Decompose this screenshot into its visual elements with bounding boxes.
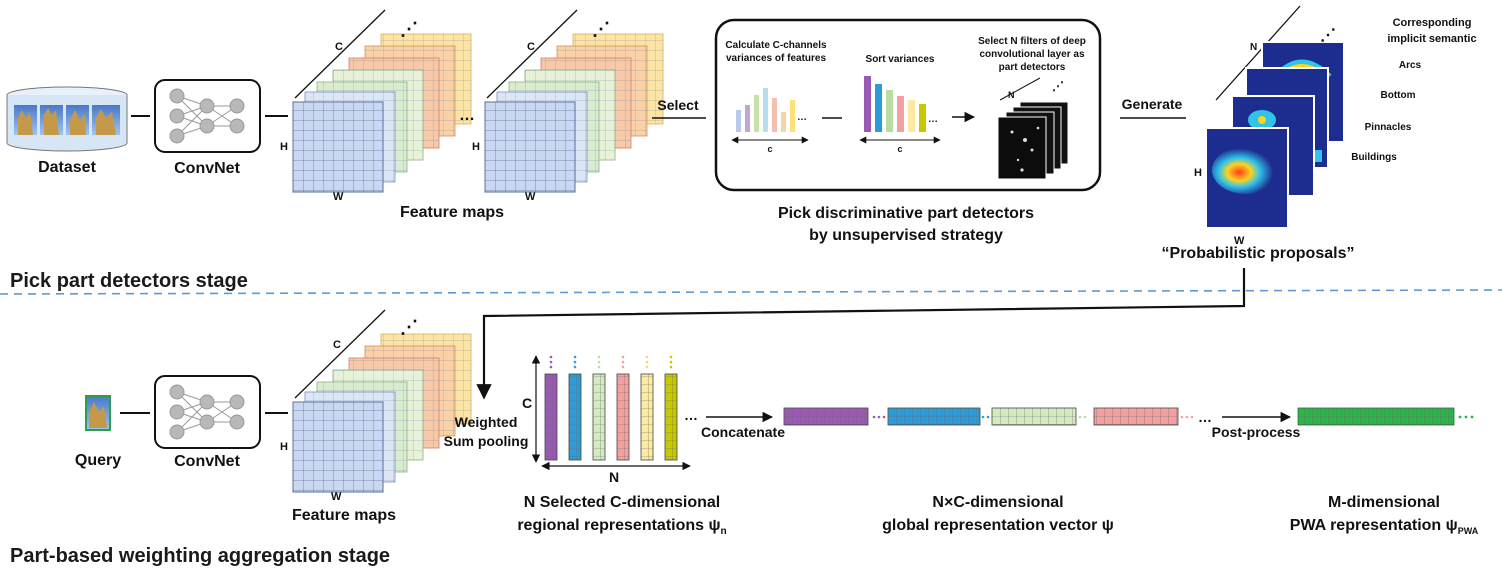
caption3-sub: PWA <box>1458 526 1479 536</box>
vdots-1: ⋰ <box>400 19 418 39</box>
regional-n: N <box>609 469 619 485</box>
caption2-line1: N×C-dimensional <box>932 494 1063 511</box>
step1-line2: variances of features <box>726 53 826 64</box>
convnet-bottom <box>154 375 261 449</box>
pwa-vector <box>1297 407 1474 426</box>
semantic-arcs: Arcs <box>1399 60 1422 71</box>
vdots-2: ⋰ <box>592 19 610 39</box>
dim-w-2: W <box>525 191 536 203</box>
semantic-bottom: Bottom <box>1381 90 1416 101</box>
regional-c: C <box>522 395 532 411</box>
semantic-buildings: Buildings <box>1351 152 1397 163</box>
dim-w-3: W <box>331 491 342 503</box>
box-title-2: by unsupervised strategy <box>809 227 1003 244</box>
dataset-label: Dataset <box>38 159 96 176</box>
step3-line3: part detectors <box>999 62 1066 73</box>
stage-divider <box>0 289 1502 295</box>
proposals-w: W <box>1234 235 1245 247</box>
ellipsis-maps: … <box>459 107 475 124</box>
caption1-sub: n <box>721 526 727 537</box>
weighted-line2: Sum pooling <box>444 433 529 449</box>
dim-w-1: W <box>333 191 344 203</box>
filter-stack <box>997 77 1069 180</box>
regional-ellipsis: … <box>684 407 698 423</box>
variance-c: c <box>767 144 772 154</box>
global-vector <box>783 407 1194 426</box>
dataset-icon <box>6 86 128 152</box>
step2-label: Sort variances <box>866 54 935 65</box>
proposals-n: N <box>1250 42 1257 53</box>
sorted-bars <box>864 76 926 132</box>
generate-label: Generate <box>1122 96 1183 112</box>
box-title-1: Pick discriminative part detectors <box>778 205 1034 222</box>
filter-vdots: ⋰ <box>1052 79 1064 93</box>
caption1-line2-text: regional representations ψ <box>517 517 720 534</box>
caption3-line1: M-dimensional <box>1328 494 1440 511</box>
proposal-connector <box>476 268 1246 400</box>
global-ellipsis: … <box>1198 409 1212 425</box>
sorted-c: c <box>897 144 902 154</box>
weighted-line1: Weighted <box>455 414 518 430</box>
regional-vectors <box>544 355 678 461</box>
feature-maps-bottom <box>292 309 472 493</box>
dim-c-2: C <box>527 41 535 53</box>
proposals-title: “Probabilistic proposals” <box>1162 245 1355 262</box>
concatenate-label: Concatenate <box>701 424 785 440</box>
caption3-line2-text: PWA representation ψ <box>1290 517 1458 534</box>
post-process-label: Post-process <box>1212 424 1301 440</box>
step3-line1: Select N filters of deep <box>978 36 1086 47</box>
step1-line1: Calculate C-channels <box>725 40 827 51</box>
convnet-bottom-label: ConvNet <box>174 453 240 470</box>
dim-c-1: C <box>335 41 343 53</box>
dim-h-2: H <box>472 141 480 153</box>
convnet-top-label: ConvNet <box>174 160 240 177</box>
convnet-top <box>154 79 261 153</box>
feature-maps-bottom-label: Feature maps <box>292 507 396 524</box>
semantic-2: implicit semantic <box>1387 33 1476 45</box>
probabilistic-proposals <box>1205 5 1345 229</box>
query-label: Query <box>75 452 121 469</box>
caption1-line2: regional representations ψn <box>517 517 726 537</box>
step3-line2: convolutional layer as <box>979 49 1084 60</box>
caption2-line2: global representation vector ψ <box>882 517 1114 534</box>
caption1-line1: N Selected C-dimensional <box>524 494 721 511</box>
proposals-h: H <box>1194 167 1202 179</box>
top-stage-label: Pick part detectors stage <box>10 270 248 292</box>
query-image <box>85 395 111 431</box>
dim-h-1: H <box>280 141 288 153</box>
bottom-stage-label: Part-based weighting aggregation stage <box>10 545 391 567</box>
sorted-ellipsis: … <box>928 114 938 125</box>
feature-maps-top-label: Feature maps <box>400 204 504 221</box>
caption3-line2: PWA representation ψPWA <box>1290 517 1479 536</box>
dim-c-3: C <box>333 339 341 351</box>
semantic-1: Corresponding <box>1393 17 1472 29</box>
semantic-pinnacles: Pinnacles <box>1365 122 1412 133</box>
select-label: Select <box>657 97 699 113</box>
proposals-vdots: ⋰ <box>1320 27 1336 44</box>
feature-maps-top-1 <box>292 9 472 193</box>
vdots-3: ⋰ <box>400 317 418 337</box>
filter-n: N <box>1008 90 1015 100</box>
variance-bars <box>736 88 795 132</box>
dim-h-3: H <box>280 441 288 453</box>
feature-maps-top-2 <box>484 9 664 193</box>
variance-ellipsis: … <box>797 112 807 123</box>
